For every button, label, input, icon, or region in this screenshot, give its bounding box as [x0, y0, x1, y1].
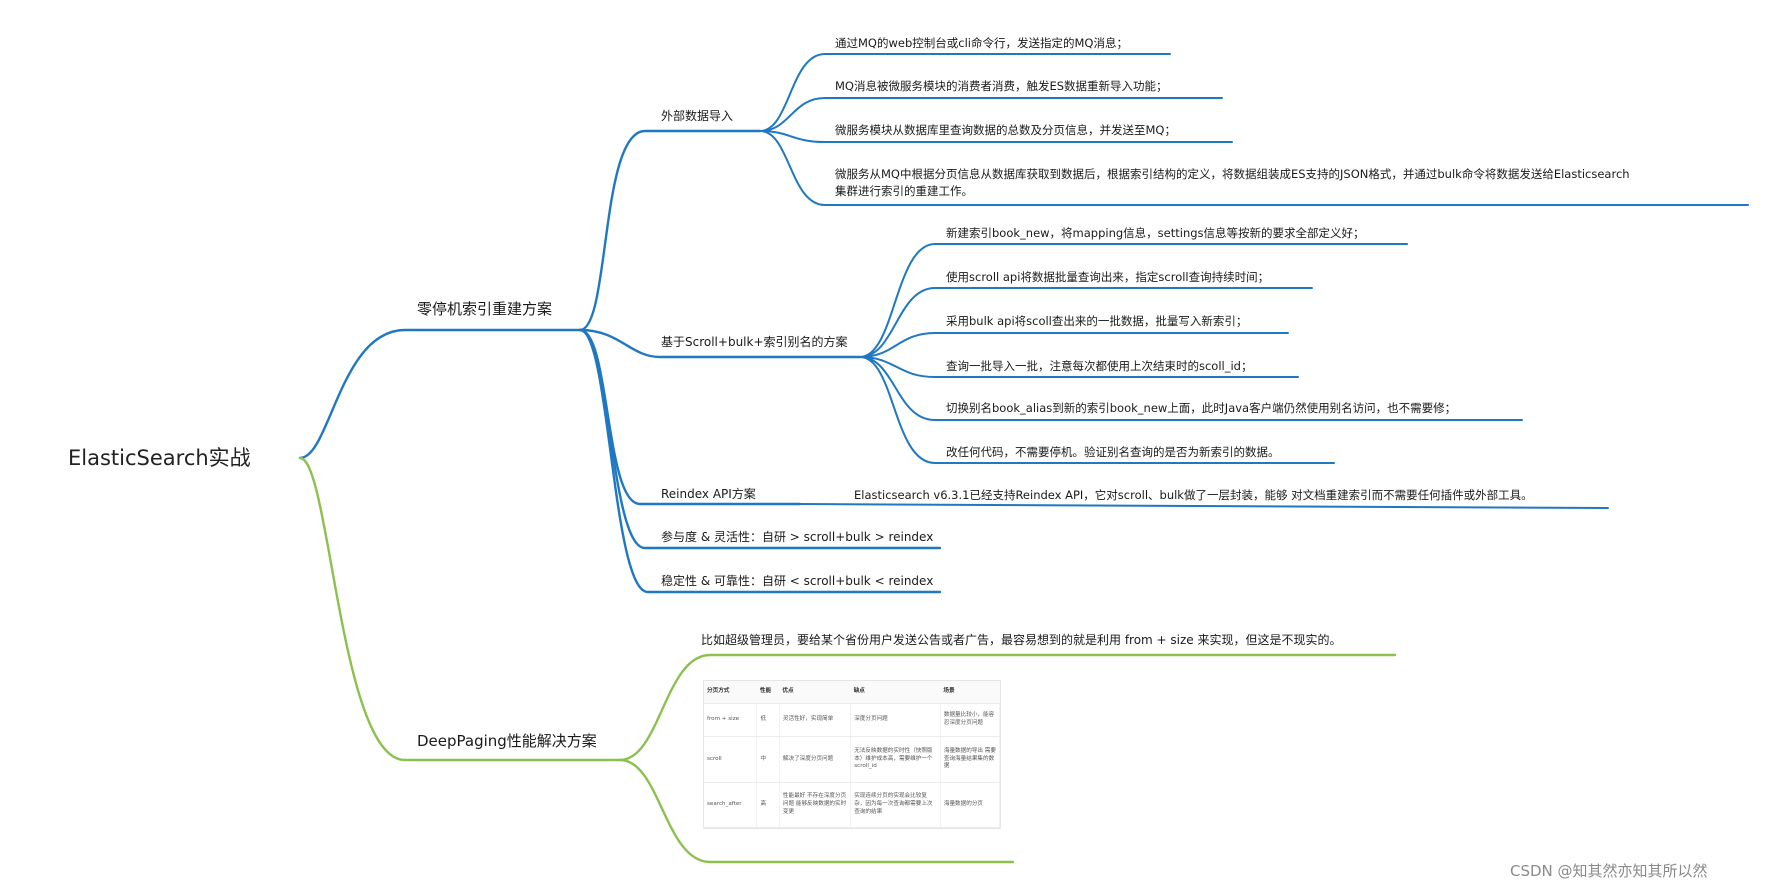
paging-comparison-table-image: 分页方式 性能 优点 缺点 场景 from + size 低 灵活性好，实现简单…	[703, 680, 1001, 829]
external-import-step-3: 微服务模块从数据库里查询数据的总数及分页信息，并发送至MQ；	[835, 123, 1176, 137]
external-import-step-1: 通过MQ的web控制台或cli命令行，发送指定的MQ消息；	[835, 36, 1128, 50]
table-header: 缺点	[850, 681, 941, 704]
table-header: 场景	[940, 681, 1000, 704]
table-cell: 高	[756, 782, 780, 829]
watermark: CSDN @知其然亦知其所以然	[1510, 862, 1708, 880]
table-cell: 解决了深度分页问题	[779, 736, 852, 783]
node-stability-reliability: 稳定性 & 可靠性：自研 < scroll+bulk < reindex	[661, 574, 934, 588]
table-header: 优点	[779, 681, 851, 704]
table-header: 分页方式	[704, 681, 757, 704]
scroll-bulk-step-5: 切换别名book_alias到新的索引book_new上面，此时Java客户端仍…	[946, 401, 1457, 415]
node-reindex-api: Reindex API方案	[661, 487, 756, 501]
table-cell: 低	[756, 703, 780, 738]
table-row: from + size 低 灵活性好，实现简单 深度分页问题 数据量比较小，能容…	[704, 703, 1001, 738]
scroll-bulk-step-2: 使用scroll api将数据批量查询出来，指定scroll查询持续时间；	[946, 270, 1270, 284]
table-cell: 海量数据的分页	[940, 782, 1001, 829]
scroll-bulk-step-3: 采用bulk api将scoll查出来的一批数据，批量写入新索引；	[946, 314, 1248, 328]
table-cell: 海量数据的导出 需要查询海量结果集的数据	[940, 736, 1001, 783]
table-row: search_after 高 性能最好 不存在深度分页问题 能够反映数据的实时变…	[704, 782, 1001, 829]
scroll-bulk-step-6: 改任何代码，不需要停机。验证别名查询的是否为新索引的数据。	[946, 445, 1280, 459]
table-cell: search_after	[704, 782, 758, 829]
scroll-bulk-step-1: 新建索引book_new，将mapping信息，settings信息等按新的要求…	[946, 226, 1365, 240]
node-participation-flexibility: 参与度 & 灵活性：自研 > scroll+bulk > reindex	[661, 530, 934, 544]
table-cell: 实现连续分页的实现会比较复杂，因为每一次查询都需要上次查询的结果	[850, 782, 941, 829]
external-import-step-4: 微服务从MQ中根据分页信息从数据库获取到数据后，根据索引结构的定义，将数据组装成…	[835, 167, 1630, 181]
paging-comparison-table: 分页方式 性能 优点 缺点 场景 from + size 低 灵活性好，实现简单…	[704, 681, 1001, 829]
external-import-step-4-continued: 集群进行索引的重建工作。	[835, 184, 973, 198]
table-cell: 无法反映数据的实时性（快照版本）维护成本高，需要维护一个 scroll_id	[850, 736, 941, 783]
table-cell: 性能最好 不存在深度分页问题 能够反映数据的实时变更	[779, 782, 852, 829]
root-topic: ElasticSearch实战	[68, 446, 251, 470]
node-scroll-bulk-alias: 基于Scroll+bulk+索引别名的方案	[661, 335, 848, 349]
table-cell: 中	[756, 736, 780, 783]
branch-zero-downtime-reindex: 零停机索引重建方案	[417, 300, 553, 318]
external-import-step-2: MQ消息被微服务模块的消费者消费，触发ES数据重新导入功能；	[835, 79, 1168, 93]
reindex-detail: Elasticsearch v6.3.1已经支持Reindex API，它对sc…	[854, 488, 1533, 502]
table-cell: 灵活性好，实现简单	[779, 703, 852, 738]
branch-deep-paging: DeepPaging性能解决方案	[417, 732, 597, 750]
table-row: scroll 中 解决了深度分页问题 无法反映数据的实时性（快照版本）维护成本高…	[704, 736, 1001, 783]
table-cell: scroll	[704, 736, 758, 783]
table-cell: from + size	[704, 703, 758, 738]
node-external-import: 外部数据导入	[661, 109, 734, 123]
table-cell: 深度分页问题	[850, 703, 941, 738]
deep-paging-note: 比如超级管理员，要给某个省份用户发送公告或者广告，最容易想到的就是利用 from…	[701, 633, 1342, 647]
table-header: 性能	[756, 681, 780, 704]
table-header-row: 分页方式 性能 优点 缺点 场景	[704, 681, 1000, 704]
scroll-bulk-step-4: 查询一批导入一批，注意每次都使用上次结束时的scoll_id；	[946, 359, 1253, 373]
table-cell: 数据量比较小，能容忍深度分页问题	[940, 703, 1001, 738]
